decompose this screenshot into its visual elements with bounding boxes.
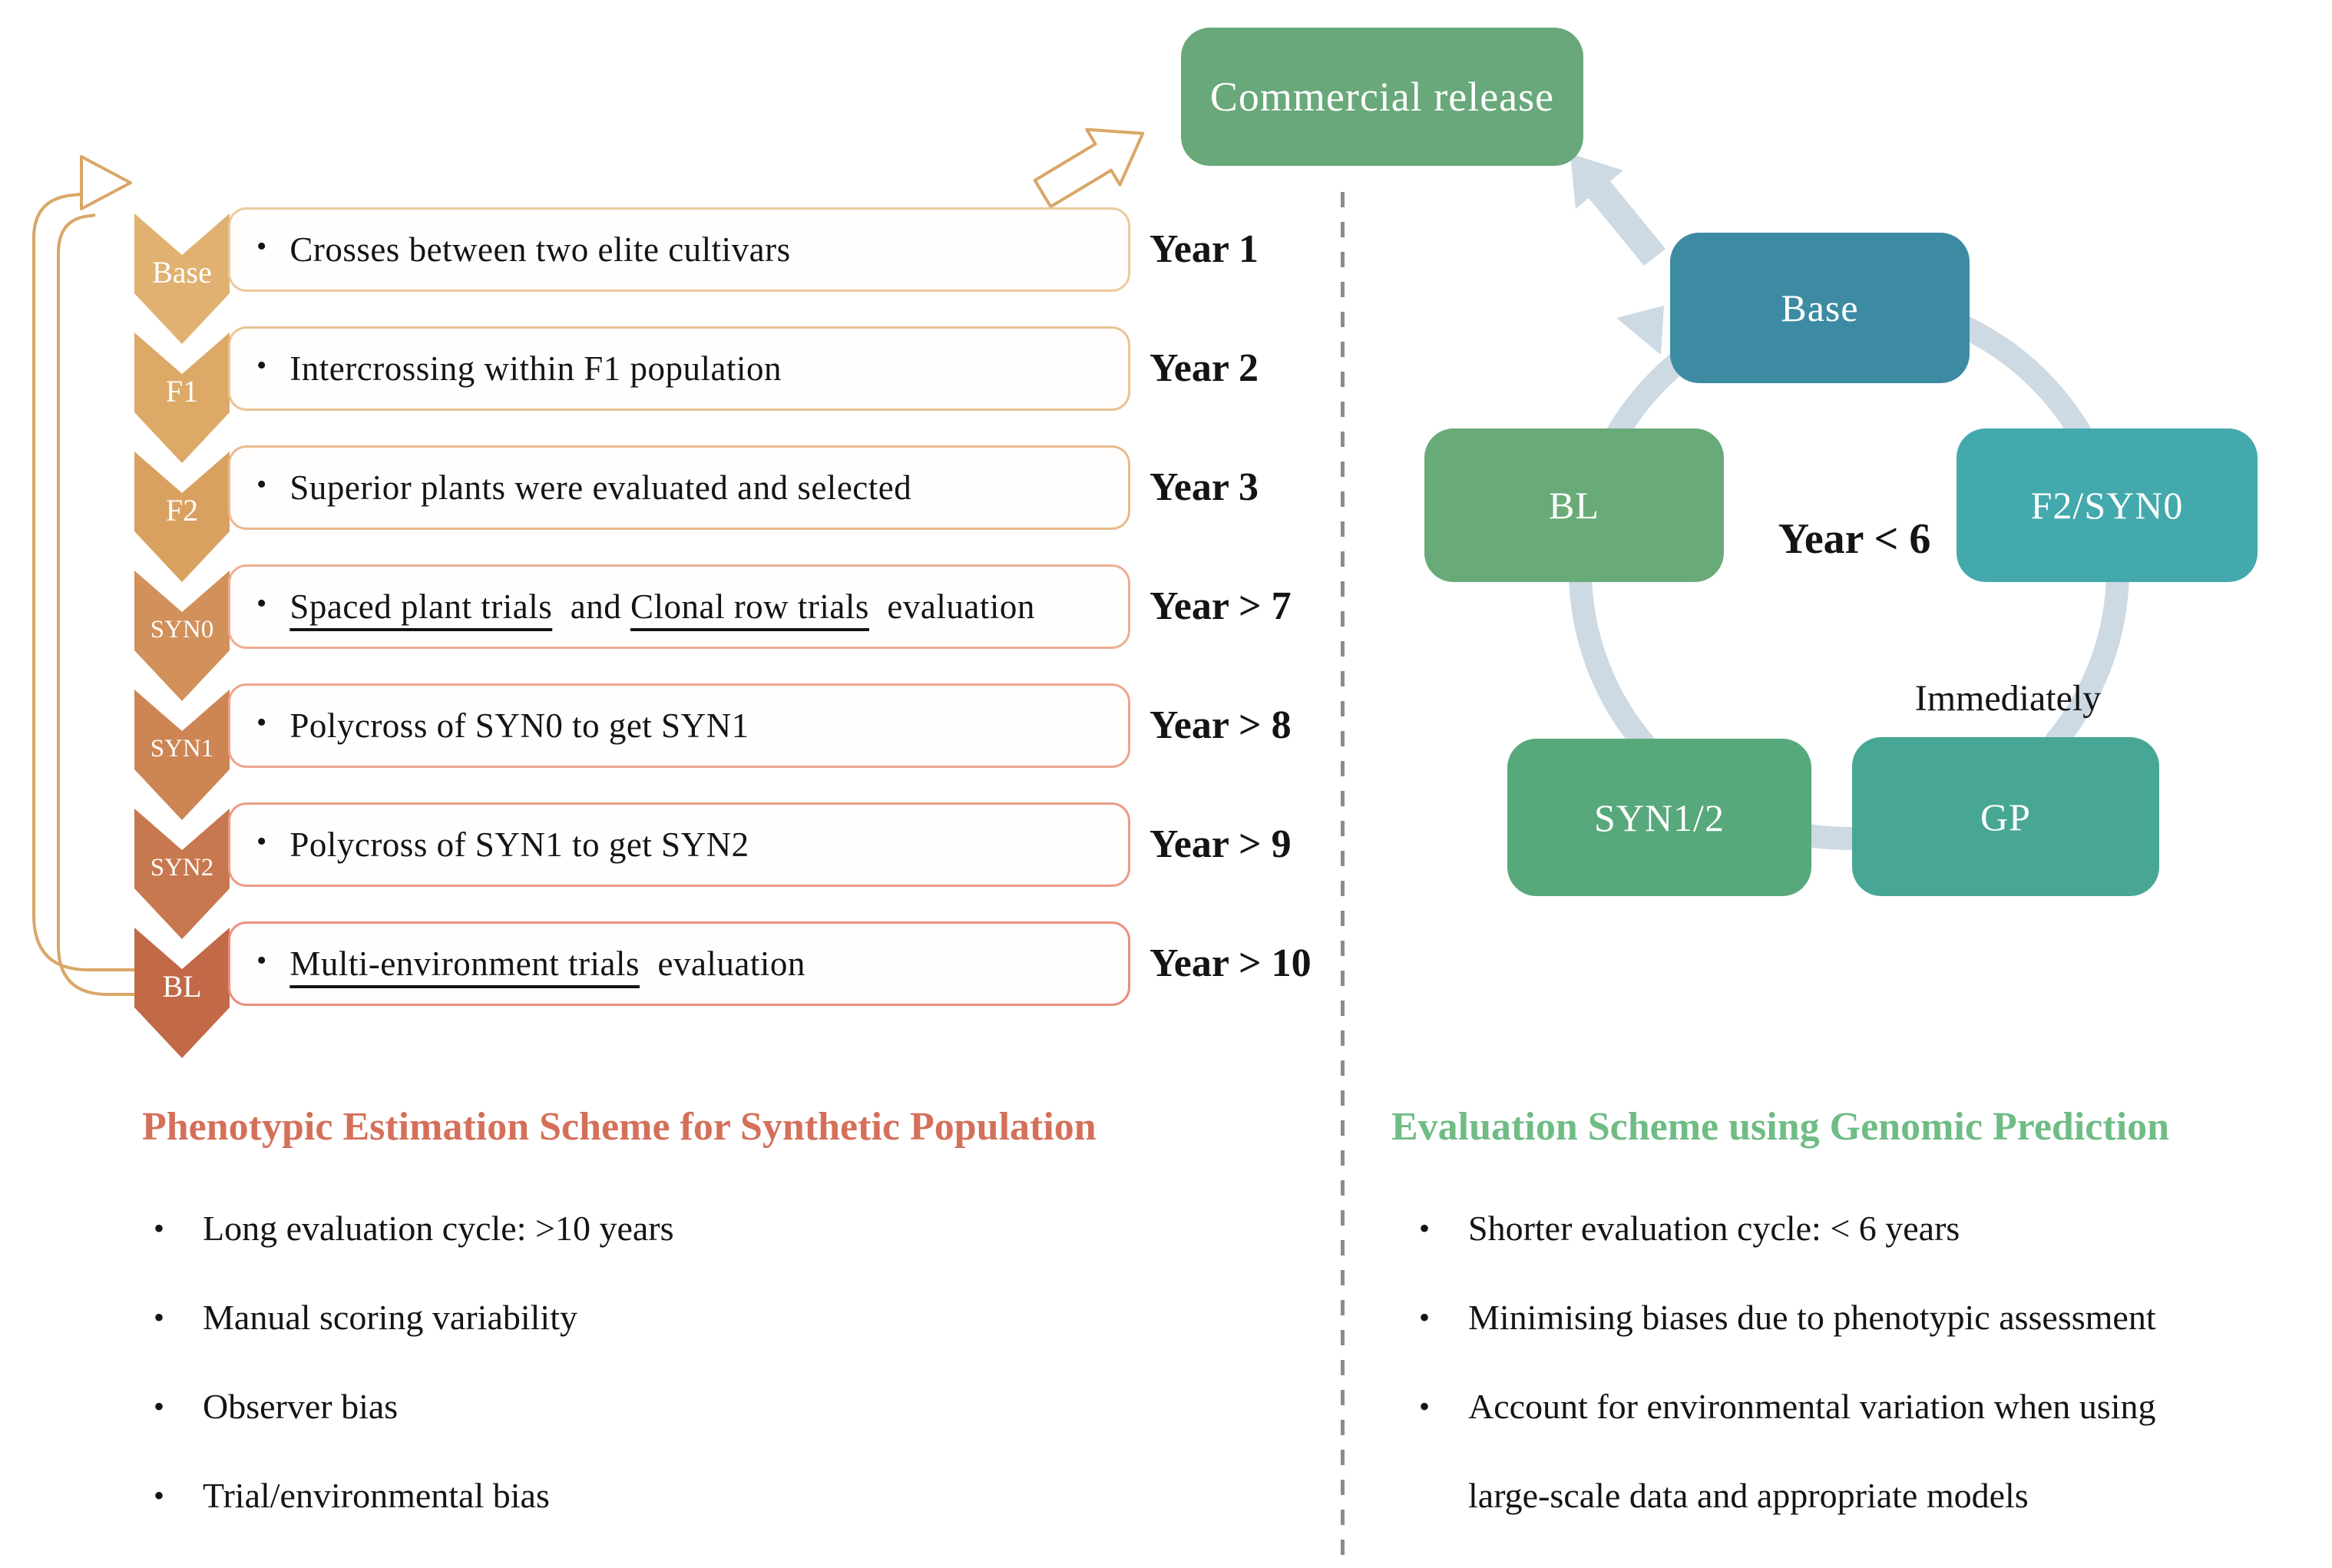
bullet-text: Account for environmental variation when… [1468,1387,2156,1426]
flow-row-base: • Crosses between two elite cultivars [228,207,1130,292]
chevron-base [134,213,230,344]
underlined-term: Multi-environment trials [289,944,640,983]
flow-row-bl: • Multi-environment trials evaluation [228,921,1130,1006]
chevron-f1 [134,332,230,463]
chevron-syn2 [134,809,230,939]
cycle-node-f2syn0: F2/SYN0 [1957,428,2258,582]
flow-row-text: Superior plants were evaluated and selec… [289,468,912,507]
cycle-node-label: GP [1980,795,2031,839]
bullet-icon: • [256,944,267,977]
chevron-f2 [134,452,230,582]
flow-row-text: Multi-environment trials evaluation [289,944,805,983]
chevron-label-syn0: SYN0 [150,616,214,643]
bullet-icon: • [256,230,267,263]
cycle-node-bl: BL [1424,428,1724,582]
flow-row-syn1: • Polycross of SYN0 to get SYN1 [228,683,1130,768]
flow-row-syn2: • Polycross of SYN1 to get SYN2 [228,802,1130,887]
feedback-loop-inner-line [57,213,138,996]
release-arrow-icon [1033,127,1145,209]
flow-row-text: Crosses between two elite cultivars [289,230,791,269]
left-panel-heading: Phenotypic Estimation Scheme for Synthet… [142,1105,1097,1149]
year-label-10: Year > 10 [1149,941,1312,985]
bullet-text: Minimising biases due to phenotypic asse… [1468,1298,2156,1337]
bullet-icon: • [154,1211,165,1245]
flow-row-f2: • Superior plants were evaluated and sel… [228,445,1130,530]
cycle-node-gp: GP [1852,737,2159,896]
year-label-9: Year > 9 [1149,822,1292,866]
left-bullet-1: • Long evaluation cycle: >10 years [154,1201,674,1256]
bullet-icon: • [256,349,267,382]
underlined-term: Clonal row trials [630,587,869,626]
year-label-8: Year > 8 [1149,703,1292,747]
bullet-text: Observer bias [203,1387,399,1426]
cycle-node-label: F2/SYN0 [2030,484,2184,527]
right-panel-heading: Evaluation Scheme using Genomic Predicti… [1391,1105,2170,1149]
flow-row-text: Polycross of SYN0 to get SYN1 [289,706,749,745]
cycle-node-label: SYN1/2 [1594,796,1725,839]
left-bullet-2: • Manual scoring variability [154,1290,577,1345]
bullet-icon: • [154,1389,165,1424]
commercial-release-node: Commercial release [1181,28,1583,166]
chevron-syn1 [134,690,230,820]
bullet-icon: • [256,825,267,858]
bullet-icon: • [1419,1211,1431,1245]
year-label-1: Year 1 [1149,227,1259,271]
flow-row-text: Spaced plant trials and Clonal row trial… [289,587,1035,626]
right-bullet-3: • Account for environmental variation wh… [1419,1379,2155,1434]
left-bullet-4: • Trial/environmental bias [154,1468,550,1523]
bullet-icon: • [1419,1389,1431,1424]
cycle-node-syn12: SYN1/2 [1507,739,1811,896]
year-label-2: Year 2 [1149,346,1259,390]
chevron-label-f2: F2 [165,493,199,528]
bullet-text: Trial/environmental bias [203,1476,550,1515]
chevron-label-bl: BL [162,969,202,1004]
bullet-icon: • [256,706,267,739]
bullet-icon: • [256,587,267,620]
bullet-icon: • [154,1300,165,1335]
cycle-exit-arrow-icon [1570,154,1665,266]
bullet-text: Shorter evaluation cycle: < 6 years [1468,1209,1960,1248]
chevron-label-f1: F1 [165,374,199,409]
bullet-icon: • [154,1478,165,1513]
year-label-7: Year > 7 [1149,584,1292,628]
bullet-text: Manual scoring variability [203,1298,577,1337]
feedback-loop-outer-line [32,192,138,971]
cycle-annotation: Immediately [1914,678,2102,719]
indent-spacer [1419,1468,1468,1523]
section-divider [1341,192,1345,1568]
cycle-center-label: Year < 6 [1778,515,1931,563]
bullet-icon: • [1419,1300,1431,1335]
feedback-loop-arrowhead-icon [80,155,132,210]
cycle-node-label: Base [1781,286,1859,329]
bullet-icon: • [256,468,267,501]
flow-row-text: Polycross of SYN1 to get SYN2 [289,825,749,864]
commercial-release-label: Commercial release [1209,74,1555,120]
flow-row-f1: • Intercrossing within F1 population [228,326,1130,411]
bullet-text: large-scale data and appropriate models [1468,1476,2029,1515]
chevron-label-base: Base [152,255,212,289]
chevron-bl [134,928,230,1058]
cycle-node-base: Base [1670,233,1970,383]
year-label-3: Year 3 [1149,465,1259,509]
cycle-node-label: BL [1549,484,1599,527]
underlined-term: Spaced plant trials [289,587,553,626]
right-bullet-4-continuation: large-scale data and appropriate models [1419,1468,2029,1523]
chevron-label-syn1: SYN1 [150,735,214,762]
right-bullet-2: • Minimising biases due to phenotypic as… [1419,1290,2156,1345]
left-bullet-3: • Observer bias [154,1379,398,1434]
flow-row-syn0: • Spaced plant trials and Clonal row tri… [228,564,1130,649]
right-bullet-1: • Shorter evaluation cycle: < 6 years [1419,1201,1960,1256]
chevron-label-syn2: SYN2 [150,854,214,882]
chevron-syn0 [134,571,230,701]
cycle-ring-arrowhead-icon [1616,306,1664,355]
flow-row-text: Intercrossing within F1 population [289,349,782,388]
bullet-text: Long evaluation cycle: >10 years [203,1209,674,1248]
